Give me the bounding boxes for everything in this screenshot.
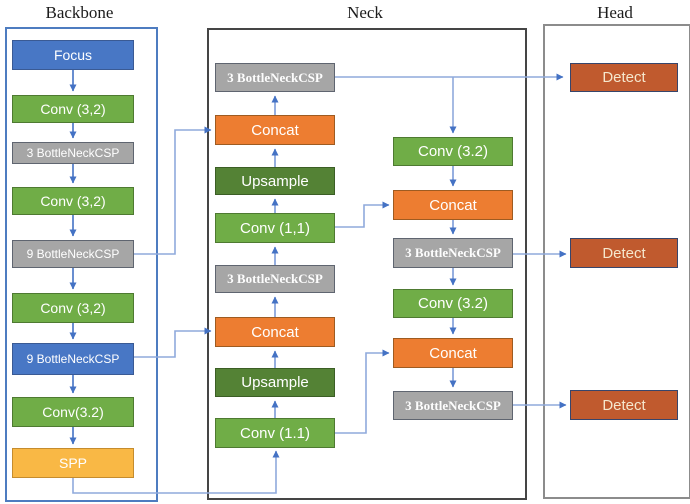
backbone-spp-node: SPP [12, 448, 134, 478]
neck-bottleneckcsp-r2-node: 3 BottleNeckCSP [393, 391, 513, 420]
backbone-focus-node: Focus [12, 40, 134, 70]
neck-section-frame [207, 28, 527, 500]
backbone-conv1-node: Conv (3,2) [12, 95, 134, 123]
head-title: Head [597, 3, 633, 22]
neck-concat-r1-node: Concat [393, 190, 513, 220]
neck-conv11a-node: Conv (1,1) [215, 213, 335, 243]
backbone-bottleneckcsp3-node: 3 BottleNeckCSP [12, 142, 134, 164]
neck-bottleneckcsp-r1-node: 3 BottleNeckCSP [393, 238, 513, 268]
head-detect1-node: Detect [570, 63, 678, 92]
head-detect3-node: Detect [570, 390, 678, 420]
neck-conv32-r2-node: Conv (3.2) [393, 289, 513, 318]
backbone-conv4-node: Conv(3.2) [12, 397, 134, 427]
backbone-conv2-node: Conv (3,2) [12, 187, 134, 215]
neck-title: Neck [347, 3, 383, 22]
neck-upsample1-node: Upsample [215, 167, 335, 195]
neck-bottleneckcsp-top-node: 3 BottleNeckCSP [215, 63, 335, 92]
backbone-title: Backbone [45, 3, 114, 22]
neck-concat2-node: Concat [215, 317, 335, 347]
neck-concat-r2-node: Concat [393, 338, 513, 368]
neck-conv11b-node: Conv (1.1) [215, 418, 335, 448]
neck-bottleneckcsp-mid-node: 3 BottleNeckCSP [215, 265, 335, 293]
neck-concat1-node: Concat [215, 115, 335, 145]
backbone-bottleneckcsp9-gray-node: 9 BottleNeckCSP [12, 240, 134, 268]
backbone-bottleneckcsp9-blue-node: 9 BottleNeckCSP [12, 343, 134, 375]
backbone-conv3-node: Conv (3,2) [12, 293, 134, 323]
backbone-section-frame [5, 27, 158, 502]
neck-conv32-r1-node: Conv (3.2) [393, 137, 513, 166]
head-detect2-node: Detect [570, 238, 678, 268]
neck-upsample2-node: Upsample [215, 368, 335, 397]
